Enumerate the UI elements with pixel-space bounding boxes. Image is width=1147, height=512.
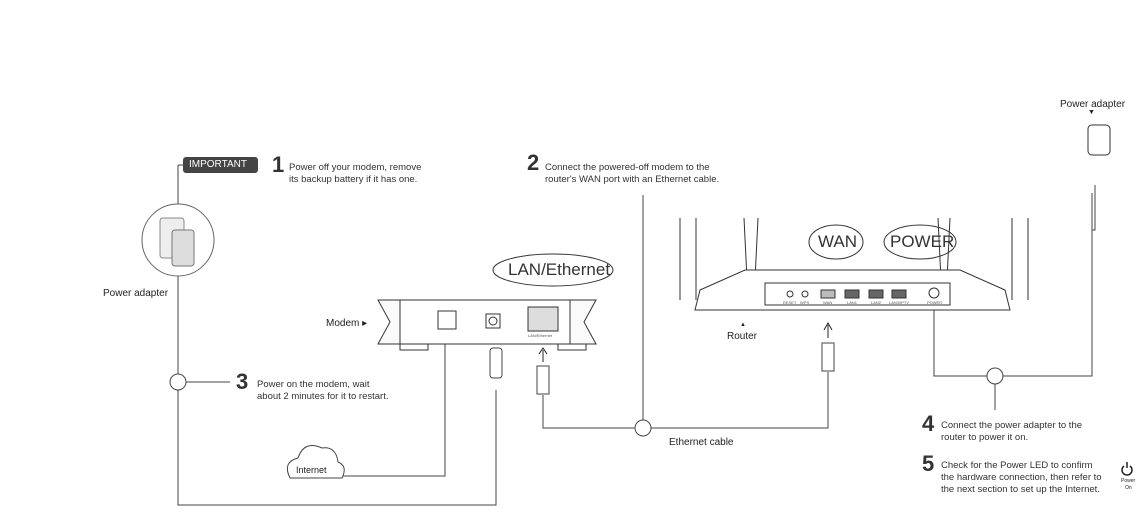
ethernet-plug-icon <box>536 365 550 395</box>
step-5-number: 5 <box>922 451 935 476</box>
step-3-number: 3 <box>236 369 249 394</box>
modem-icon <box>377 299 597 351</box>
important-label: IMPORTANT <box>189 159 247 170</box>
wan-bubble-label: WAN <box>818 232 858 251</box>
power-adapter-right-label: Power adapter <box>1060 99 1126 110</box>
router-label: Router <box>727 331 758 342</box>
wan-bubble <box>808 224 864 260</box>
important-tag <box>183 157 258 173</box>
port-label: WAN <box>823 300 833 305</box>
step-4-number: 4 <box>922 411 935 436</box>
internet-label: Internet <box>296 465 327 475</box>
internet-cable <box>340 340 446 477</box>
internet-cloud-icon <box>286 445 345 479</box>
step-1-number: 1 <box>272 152 285 177</box>
power-adapter-right-icon <box>1087 124 1111 156</box>
lan-bubble-label: LAN/Ethernet <box>508 260 611 279</box>
port-label: LAN3/IPTV <box>889 300 910 305</box>
modem-label: Modem ▸ <box>326 318 368 329</box>
router-power-cable <box>933 232 1093 377</box>
up-arrow-icon: ▲ <box>740 322 746 328</box>
modem-port-label: LAN/Ethernet <box>528 333 553 338</box>
port-label: LAN2 <box>871 300 882 305</box>
port-label: RESET <box>783 300 797 305</box>
power-on-label-1: Power <box>1121 478 1136 484</box>
power-bubble <box>883 224 957 260</box>
modem-power-cable <box>177 165 497 506</box>
power-adapter-left-label: Power adapter <box>103 288 169 299</box>
step-2-number: 2 <box>527 150 540 175</box>
power-plug-icon <box>489 347 503 379</box>
lan-bubble <box>492 253 614 287</box>
power-bubble-label: POWER <box>890 232 955 251</box>
ethernet-cable-label: Ethernet cable <box>669 437 734 448</box>
ethernet-cable-line <box>542 372 829 429</box>
power-led-icon <box>1121 462 1133 476</box>
down-arrow-icon: ▼ <box>1088 109 1095 116</box>
ethernet-plug-icon <box>821 342 835 372</box>
router-icon <box>679 124 1111 311</box>
power-on-label-2: On <box>1125 485 1132 491</box>
port-label: LAN1 <box>847 300 858 305</box>
port-label: POWER <box>927 300 943 305</box>
port-label: WPS <box>800 300 810 305</box>
